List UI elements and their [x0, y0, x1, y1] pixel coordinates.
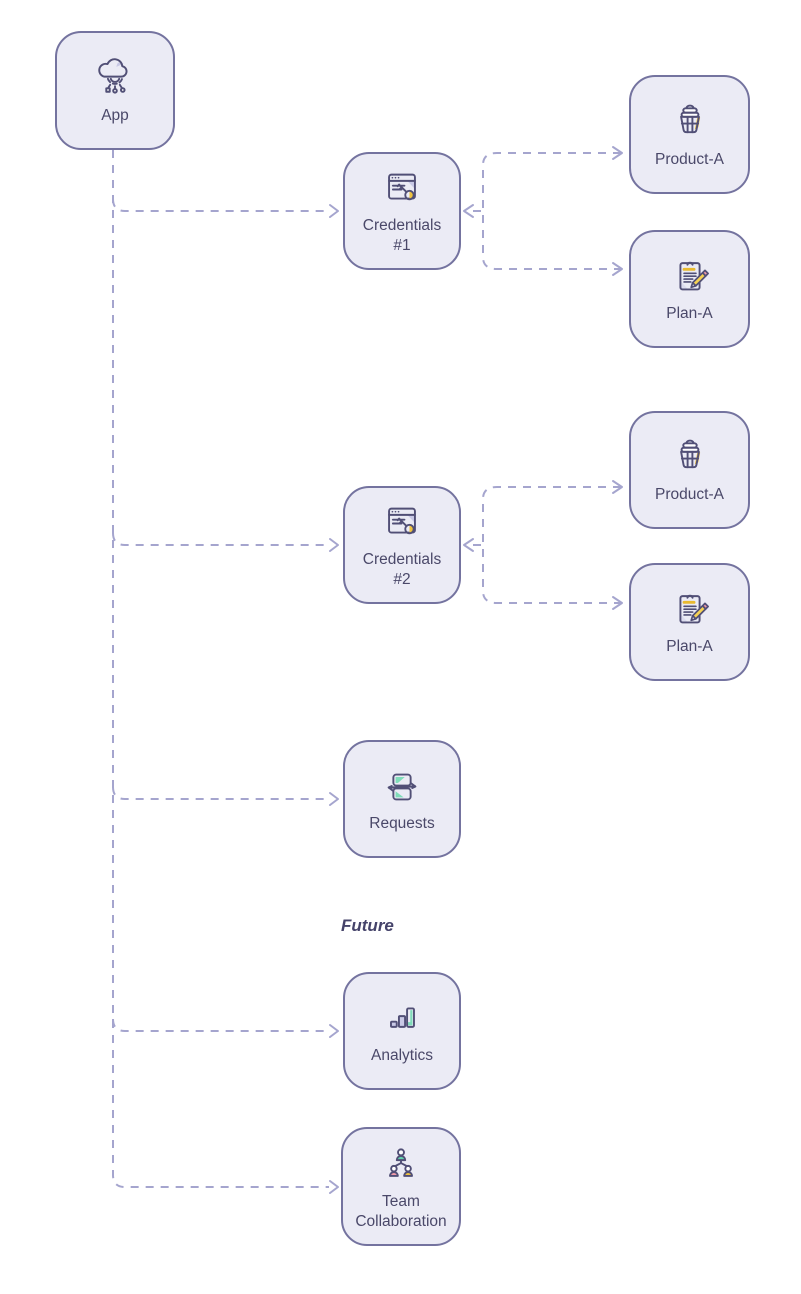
- team-hierarchy-icon: [389, 1148, 413, 1177]
- node-app: App: [55, 31, 175, 150]
- arrowhead-back-credentials1: [463, 204, 474, 218]
- arrowhead-requests: [329, 792, 339, 806]
- node-analytics: Analytics: [343, 972, 461, 1090]
- clipboard-pencil-icon: [678, 261, 709, 291]
- arrowhead-credentials1: [329, 204, 339, 218]
- edge-app-credentials1: [112, 198, 329, 212]
- node-credentials-1-label: Credentials #1: [362, 217, 442, 254]
- product-basket-icon: [679, 439, 700, 469]
- node-plan-a-1: Plan-A: [629, 230, 750, 348]
- arrowhead-plan-a2: [612, 596, 623, 610]
- arrowhead-credentials2: [329, 538, 339, 552]
- node-product-a-1-label: Product-A: [655, 150, 724, 168]
- edge-app-analytics: [112, 1018, 329, 1032]
- arrowhead-plan-a1: [612, 262, 623, 276]
- edge-app-trunk: [112, 150, 329, 1188]
- cloud-app-icon: [98, 57, 128, 94]
- node-requests-label: Requests: [369, 815, 435, 833]
- sync-cards-icon: [387, 773, 417, 801]
- node-plan-a-1-label: Plan-A: [666, 305, 713, 323]
- edge-credentials2-fork: [482, 486, 621, 604]
- node-credentials-2: Credentials #2: [343, 486, 461, 604]
- arrowhead-product-a2: [612, 480, 623, 494]
- node-product-a-2: Product-A: [629, 411, 750, 529]
- arrowhead-team: [329, 1180, 339, 1194]
- node-app-label: App: [101, 106, 129, 124]
- node-plan-a-2-label: Plan-A: [666, 638, 713, 656]
- browser-key-icon: [388, 173, 416, 201]
- arrowhead-back-credentials2: [463, 538, 474, 552]
- node-analytics-label: Analytics: [370, 1047, 434, 1065]
- browser-key-icon: [388, 507, 416, 535]
- node-product-a-1: Product-A: [629, 75, 750, 194]
- node-product-a-2-label: Product-A: [655, 486, 724, 504]
- edge-app-requests: [112, 786, 329, 800]
- bar-chart-icon: [390, 1007, 415, 1028]
- arrowhead-product-a1: [612, 146, 623, 160]
- clipboard-pencil-icon: [678, 594, 709, 624]
- product-basket-icon: [679, 104, 700, 133]
- node-team-collaboration: Team Collaboration: [341, 1127, 461, 1246]
- edge-credentials1-fork: [482, 152, 621, 270]
- node-team-collaboration-label: Team Collaboration: [355, 1192, 447, 1230]
- node-plan-a-2: Plan-A: [629, 563, 750, 681]
- node-requests: Requests: [343, 740, 461, 858]
- node-credentials-2-label: Credentials #2: [362, 551, 442, 588]
- node-credentials-1: Credentials #1: [343, 152, 461, 270]
- arrowhead-analytics: [329, 1024, 339, 1038]
- future-section-label: Future: [341, 916, 394, 935]
- edge-app-credentials2: [112, 532, 329, 546]
